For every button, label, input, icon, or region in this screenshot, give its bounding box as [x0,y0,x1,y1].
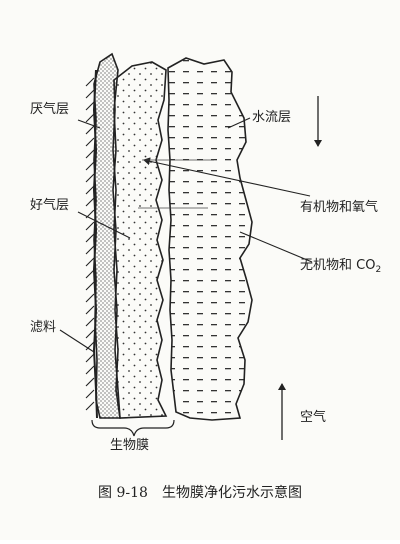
label-inorganic-co2-subscript: 2 [375,265,382,275]
caption-number: 图 9-18 [98,485,148,501]
aerobic-layer-region [112,61,168,419]
biofilm-brace [91,419,175,437]
label-biofilm: 生物膜 [110,438,150,453]
label-aerobic-layer: 好气层 [30,198,70,213]
filter-media-hatch [85,77,95,411]
label-organic-oxygen: 有机物和氧气 [300,200,379,215]
leader-inorganic [239,231,313,263]
figure-caption: 图 9-18 生物膜净化污水示意图 [0,482,400,502]
water-flow-region [167,57,253,421]
leader-water [227,117,251,129]
organic-oxygen-arrow [143,157,311,197]
leader-filter [59,329,95,353]
anaerobic-layer-region [93,52,121,419]
label-anaerobic-layer: 厌气层 [30,102,70,117]
filter-media-edge [92,69,98,419]
label-water-flow-layer: 水流层 [252,110,292,125]
leader-anaerobic [77,119,101,129]
label-air: 空气 [300,410,327,425]
label-inorganic-co2-text: 无机物和 CO [300,258,376,273]
caption-title: 生物膜净化污水示意图 [161,485,302,501]
label-inorganic-co2: 无机物和 CO2 [300,258,381,278]
leader-aerobic [77,211,131,239]
leader-lines [59,117,313,353]
label-filter-media: 滤料 [30,320,57,335]
